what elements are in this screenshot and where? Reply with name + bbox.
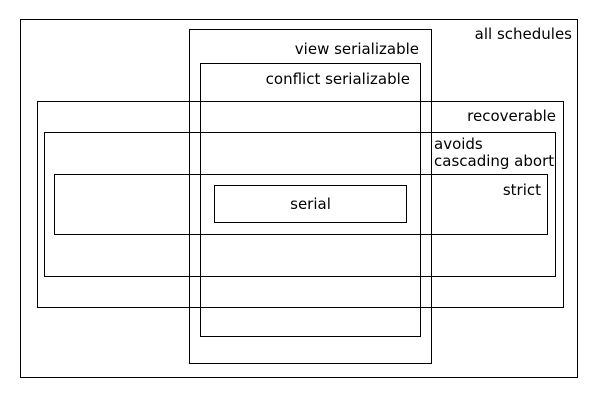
conflict-serializable-label: conflict serializable (265, 70, 410, 88)
serial-label: serial (290, 195, 331, 213)
view-serializable-set: view serializable (189, 29, 432, 364)
avoids-cascading-abort-label: avoids cascading abort (434, 135, 555, 170)
conflict-serializable-set: conflict serializable (200, 63, 421, 337)
strict-label: strict (502, 181, 541, 199)
strict-set: strict (54, 174, 548, 235)
all-schedules-set: all schedules (20, 19, 578, 378)
recoverable-label: recoverable (467, 107, 556, 125)
serial-set: serial (214, 185, 407, 223)
view-serializable-label: view serializable (294, 40, 419, 58)
avoids-cascading-abort-set: avoids cascading abort (44, 132, 556, 277)
recoverable-set: recoverable (37, 101, 564, 308)
all-schedules-label: all schedules (474, 25, 572, 43)
